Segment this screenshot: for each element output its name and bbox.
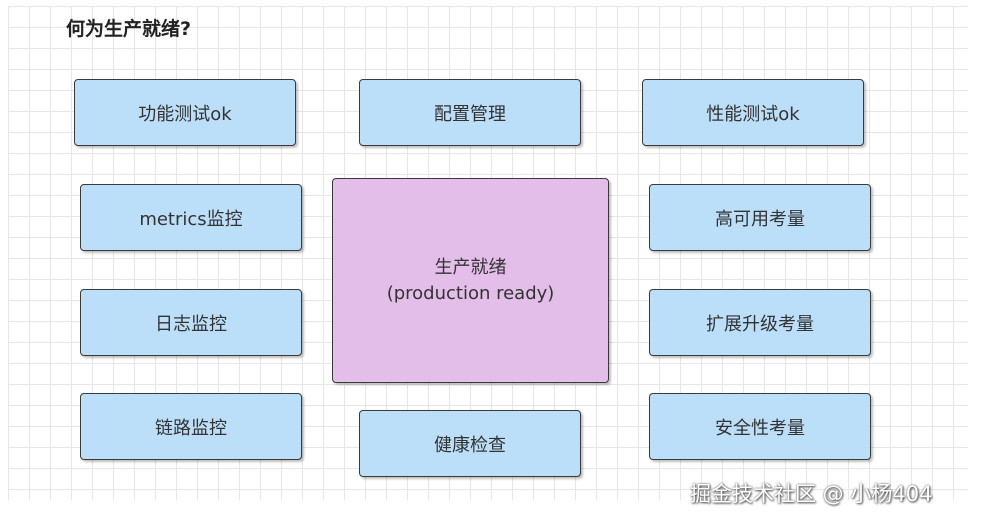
security-box: 安全性考量 xyxy=(649,393,871,460)
watermark-text: 掘金技术社区 @ 小杨404 xyxy=(690,482,933,506)
metrics-monitoring-box: metrics监控 xyxy=(80,184,302,251)
scalability-box: 扩展升级考量 xyxy=(649,289,871,356)
production-ready-label: 生产就绪 xyxy=(434,256,507,278)
production-ready-box: 生产就绪 (production ready) xyxy=(332,178,609,383)
health-check-box: 健康检查 xyxy=(359,410,581,477)
diagram-title: 何为生产就绪? xyxy=(66,18,192,40)
high-availability-box: 高可用考量 xyxy=(649,184,871,251)
functional-test-box: 功能测试ok xyxy=(74,79,296,146)
trace-monitoring-box: 链路监控 xyxy=(80,393,302,460)
production-ready-sublabel: (production ready) xyxy=(386,282,555,304)
performance-test-box: 性能测试ok xyxy=(642,79,864,146)
config-management-box: 配置管理 xyxy=(359,79,581,146)
log-monitoring-box: 日志监控 xyxy=(80,289,302,356)
